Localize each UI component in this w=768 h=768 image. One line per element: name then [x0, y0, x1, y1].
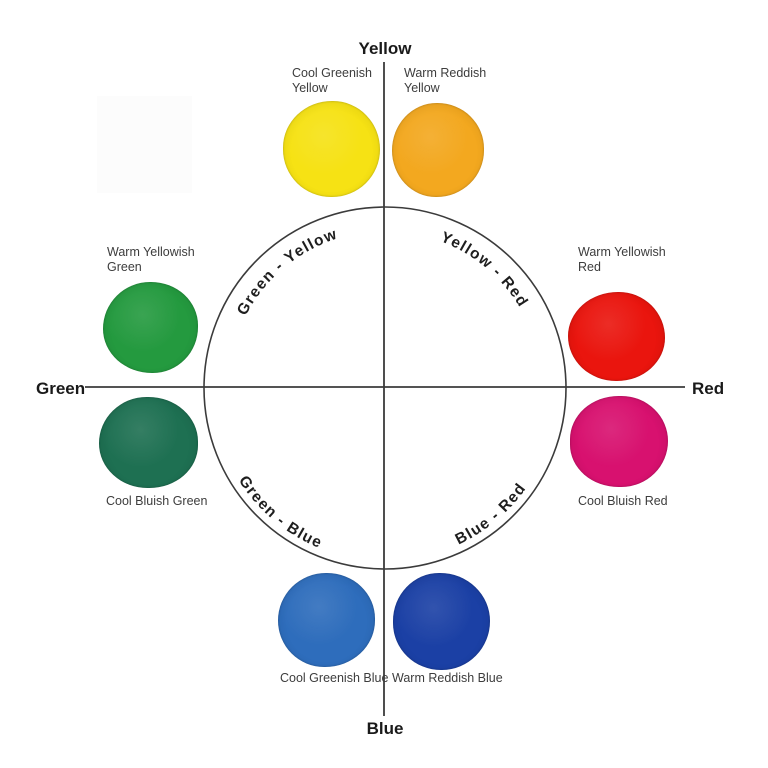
label-warm-reddish-yellow: Warm Reddish Yellow	[404, 66, 487, 95]
swatch-warm-yellowish-red	[568, 292, 665, 381]
swatch-cool-bluish-red	[570, 396, 668, 487]
axis-label-green: Green	[36, 379, 86, 398]
label-cool-greenish-yellow: Cool Greenish Yellow	[292, 66, 372, 95]
label-cool-bluish-green: Cool Bluish Green	[106, 494, 208, 508]
wheel-circle	[203, 206, 567, 570]
swatch-warm-reddish-yellow	[392, 103, 484, 197]
axis-label-blue: Blue	[366, 719, 404, 738]
label-warm-reddish-blue: Warm Reddish Blue	[392, 671, 503, 685]
axis-label-red: Red	[692, 379, 725, 398]
quadrant-label-yellow-red: Yellow - Red	[438, 229, 531, 311]
quadrant-label-green-blue: Green - Blue	[235, 473, 325, 552]
quadrant-label-green-yellow: Green - Yellow	[234, 226, 340, 319]
label-warm-yellowish-green: Warm Yellowish Green	[107, 245, 195, 274]
label-cool-bluish-red: Cool Bluish Red	[578, 494, 668, 508]
label-warm-yellowish-red: Warm Yellowish Red	[578, 245, 666, 274]
label-cool-greenish-blue: Cool Greenish Blue	[280, 671, 389, 685]
swatch-cool-greenish-yellow	[283, 101, 380, 197]
swatch-cool-bluish-green	[99, 397, 198, 488]
swatch-warm-yellowish-green	[103, 282, 198, 373]
quadrant-label-blue-red: Blue - Red	[453, 480, 530, 548]
swatch-warm-reddish-blue	[393, 573, 490, 670]
faint-background-square	[97, 96, 192, 193]
swatch-cool-greenish-blue	[278, 573, 375, 667]
axis-label-yellow: Yellow	[358, 39, 412, 58]
